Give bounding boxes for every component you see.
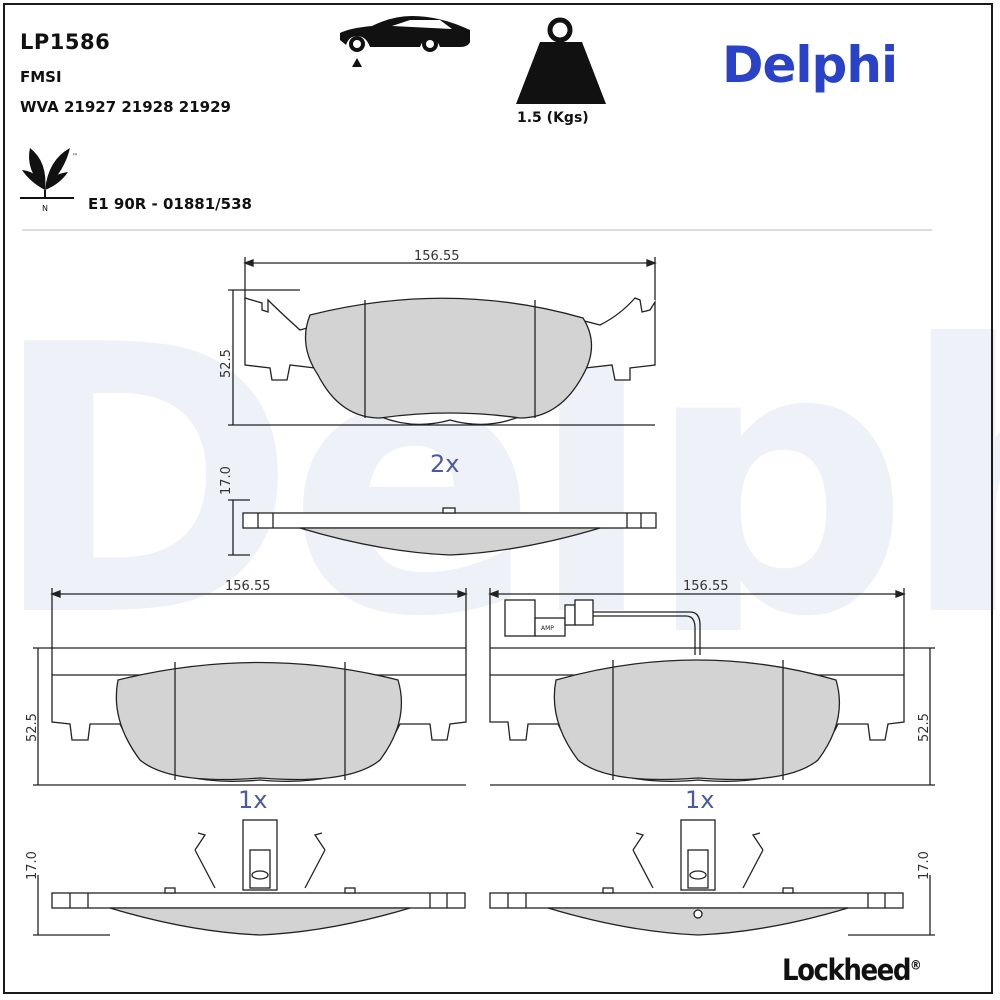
left-pad-quantity: 1x xyxy=(238,786,267,814)
left-pad-width-dim: 156.55 xyxy=(225,579,271,594)
right-pad-quantity: 1x xyxy=(685,786,714,814)
registered-mark: ® xyxy=(910,958,922,974)
left-pad-drawing xyxy=(33,588,468,936)
eco-mark-tm: ™ xyxy=(72,153,78,160)
part-number: LP1586 xyxy=(20,30,111,54)
right-pad-height-dim: 52.5 xyxy=(917,713,932,742)
top-pad-height-dim: 52.5 xyxy=(219,349,234,378)
lockheed-logo: Lockheed® xyxy=(782,953,922,987)
lockheed-logo-text: Lockheed xyxy=(782,953,912,987)
top-pad-thickness-dim: 17.0 xyxy=(219,466,234,495)
top-pad-quantity: 2x xyxy=(430,450,459,478)
left-pad-height-dim: 52.5 xyxy=(25,713,40,742)
right-pad-drawing xyxy=(488,588,935,936)
top-pad-drawing xyxy=(228,257,657,556)
delphi-logo: Delphi xyxy=(722,36,898,94)
ece-approval: E1 90R - 01881/538 xyxy=(88,195,252,213)
weight-label: 1.5 (Kgs) xyxy=(517,110,589,126)
eco-mark-letter: N xyxy=(42,204,48,213)
sensor-connector xyxy=(504,599,536,637)
fmsi-label: FMSI xyxy=(20,68,62,86)
weight-icon xyxy=(516,17,606,104)
left-pad-thickness-dim: 17.0 xyxy=(25,851,40,880)
top-pad-width-dim: 156.55 xyxy=(414,249,460,264)
sensor-connector-label: AMP xyxy=(541,625,554,632)
wva-numbers: WVA 21927 21928 21929 xyxy=(20,98,231,116)
document-frame xyxy=(3,3,993,994)
right-pad-thickness-dim: 17.0 xyxy=(917,851,932,880)
car-front-axle-icon xyxy=(340,16,470,67)
eco-leaf-icon: N ™ xyxy=(20,148,78,213)
right-pad-width-dim: 156.55 xyxy=(683,579,729,594)
